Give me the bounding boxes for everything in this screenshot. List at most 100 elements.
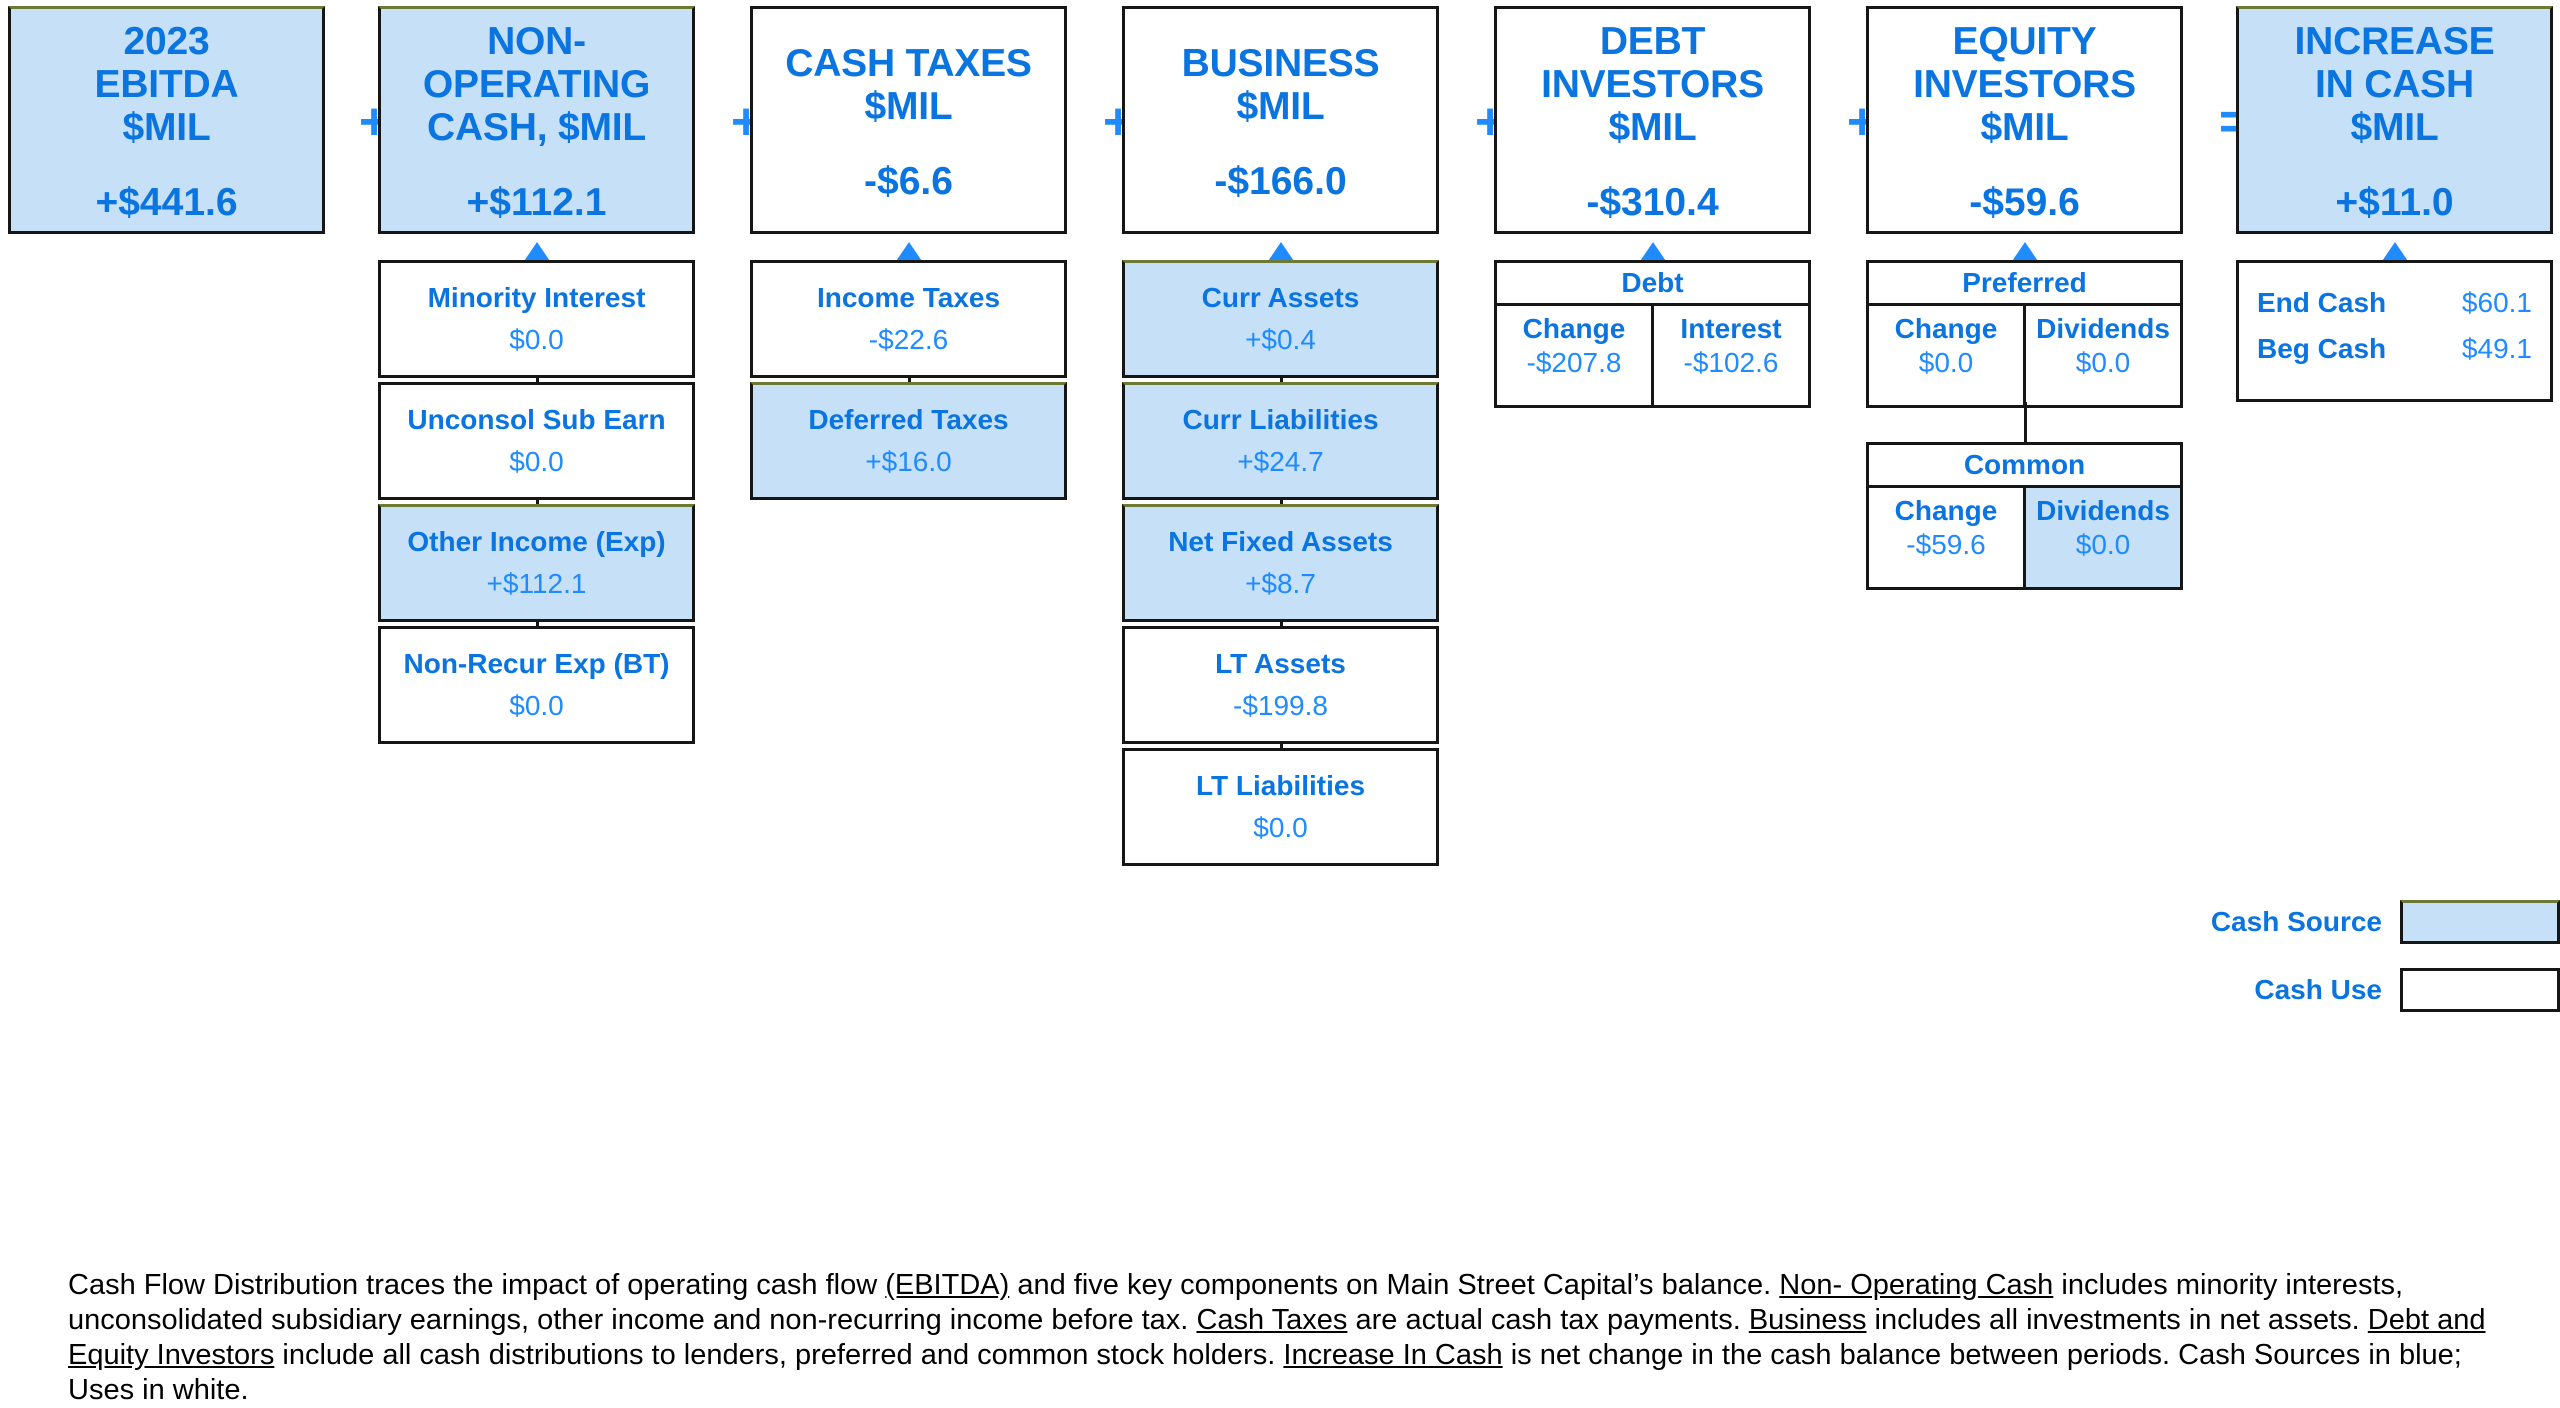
- subtable-cell-value: $0.0: [2075, 347, 2131, 378]
- subtable-cell-interest: Interest -$102.6: [1651, 306, 1808, 405]
- connector-line: [535, 622, 539, 626]
- detail-box-non_operating_cash-2: Other Income (Exp) +$112.1: [378, 504, 695, 622]
- legend-label: Cash Source: [2210, 906, 2382, 937]
- subtable-cell-change: Change $0.0: [1869, 306, 2023, 405]
- legend-swatch-use: [2400, 968, 2560, 1012]
- cash-row: Beg Cash $49.1: [2257, 333, 2532, 365]
- detail-label: Unconsol Sub Earn: [407, 404, 666, 435]
- footnote-text: Cash Flow Distribution traces the impact…: [68, 1269, 886, 1301]
- detail-box-cash_taxes-0: Income Taxes -$22.6: [750, 260, 1067, 378]
- legend-swatch-source: [2400, 900, 2560, 944]
- detail-label: Deferred Taxes: [808, 404, 1009, 435]
- subtable-caption: Preferred: [1869, 263, 2180, 306]
- subtable-cell-change: Change -$59.6: [1869, 488, 2023, 587]
- subtable-cell-label: Dividends: [2036, 495, 2170, 526]
- footnote-text: is net change in the cash balance betwee…: [68, 1339, 2462, 1406]
- connector-line: [1279, 378, 1283, 382]
- subtable-cell-value: -$102.6: [1683, 347, 1779, 378]
- cash-row-value: $49.1: [2461, 333, 2532, 364]
- subtable-equity_investors-common: Common Change -$59.6 Dividends $0.0: [1866, 442, 2183, 590]
- detail-label: LT Assets: [1215, 648, 1346, 679]
- detail-box-business-2: Net Fixed Assets +$8.7: [1122, 504, 1439, 622]
- detail-value: +$112.1: [486, 568, 587, 599]
- connector-line: [907, 378, 911, 382]
- connector-line: [535, 378, 539, 382]
- subtable-cell-dividends: Dividends $0.0: [2023, 306, 2180, 405]
- subtable-cell-label: Change: [1522, 313, 1626, 344]
- detail-label: Income Taxes: [816, 282, 1001, 313]
- subtable-caption: Debt: [1497, 263, 1808, 306]
- detail-value: -$199.8: [1233, 690, 1328, 721]
- detail-box-business-4: LT Liabilities $0.0: [1122, 748, 1439, 866]
- cash-row: End Cash $60.1: [2257, 287, 2532, 319]
- connector-line: [1279, 500, 1283, 504]
- detail-value: $0.0: [509, 690, 564, 721]
- detail-box-non_operating_cash-0: Minority Interest $0.0: [378, 260, 695, 378]
- detail-value: +$8.7: [1245, 568, 1316, 599]
- footnote-text: includes all investments in net assets.: [1866, 1304, 2368, 1336]
- detail-label: Curr Liabilities: [1182, 404, 1379, 435]
- header-value-cash_taxes: -$6.6: [864, 159, 953, 203]
- header-value-business: -$166.0: [1214, 159, 1347, 203]
- footnote-text: include all cash distributions to lender…: [274, 1339, 1284, 1371]
- detail-value: +$24.7: [1237, 446, 1324, 477]
- header-value-increase_in_cash: +$11.0: [2335, 181, 2454, 224]
- detail-label: Curr Assets: [1201, 282, 1360, 313]
- legend-row-use: Cash Use: [2160, 968, 2560, 1012]
- detail-box-non_operating_cash-1: Unconsol Sub Earn $0.0: [378, 382, 695, 500]
- detail-box-business-3: LT Assets -$199.8: [1122, 626, 1439, 744]
- connector-line: [535, 500, 539, 504]
- header-value-debt_investors: -$310.4: [1586, 181, 1719, 224]
- detail-value: $0.0: [1253, 812, 1308, 843]
- detail-box-business-0: Curr Assets +$0.4: [1122, 260, 1439, 378]
- detail-label: Minority Interest: [427, 282, 646, 313]
- header-title-business: BUSINESS$MIL: [1181, 41, 1380, 128]
- detail-label: Other Income (Exp): [407, 526, 666, 557]
- detail-box-business-1: Curr Liabilities +$24.7: [1122, 382, 1439, 500]
- footnote-term: Increase In Cash: [1283, 1339, 1503, 1371]
- connector-line: [2023, 402, 2027, 442]
- cash-row-label: Beg Cash: [2257, 333, 2387, 364]
- legend-label: Cash Use: [2254, 974, 2382, 1005]
- footnote-text: and five key components on Main Street C…: [1009, 1269, 1780, 1301]
- subtable-cell-label: Interest: [1680, 313, 1782, 344]
- footnote-term: Business: [1748, 1304, 1867, 1336]
- footnote: Cash Flow Distribution traces the impact…: [68, 1268, 2508, 1408]
- subtable-equity_investors-preferred: Preferred Change $0.0 Dividends $0.0: [1866, 260, 2183, 408]
- header-value-non_operating_cash: +$112.1: [466, 181, 607, 224]
- connector-line: [1279, 622, 1283, 626]
- detail-value: +$16.0: [865, 446, 952, 477]
- header-box-cash_taxes: CASH TAXES$MIL -$6.6: [750, 6, 1067, 234]
- detail-box-non_operating_cash-3: Non-Recur Exp (BT) $0.0: [378, 626, 695, 744]
- detail-value: -$22.6: [868, 324, 949, 355]
- subtable-cell-label: Change: [1894, 313, 1998, 344]
- footnote-term: (EBITDA): [885, 1269, 1010, 1301]
- footnote-text: includes minority interests, unconsolida…: [68, 1269, 2404, 1336]
- footnote-term: Non- Operating Cash: [1779, 1269, 2054, 1301]
- detail-value: +$0.4: [1245, 324, 1316, 355]
- subtable-cell-value: $0.0: [1918, 347, 1974, 378]
- footnote-text: are actual cash tax payments.: [1347, 1304, 1749, 1336]
- footnote-term: Debt and Equity Investors: [68, 1304, 2486, 1371]
- detail-box-cash_taxes-1: Deferred Taxes +$16.0: [750, 382, 1067, 500]
- detail-label: LT Liabilities: [1195, 770, 1366, 801]
- subtable-cell-value: -$59.6: [1906, 529, 1986, 560]
- header-value-ebitda: +$441.6: [95, 181, 238, 224]
- legend: Cash Source Cash Use: [2160, 900, 2560, 1036]
- subtable-cell-value: $0.0: [2075, 529, 2131, 560]
- cash-reconciliation-box: End Cash $60.1 Beg Cash $49.1: [2236, 260, 2553, 402]
- header-box-business: BUSINESS$MIL -$166.0: [1122, 6, 1439, 234]
- detail-label: Non-Recur Exp (BT): [403, 648, 670, 679]
- subtable-cell-label: Change: [1894, 495, 1998, 526]
- detail-value: $0.0: [509, 324, 564, 355]
- connector-line: [1279, 744, 1283, 748]
